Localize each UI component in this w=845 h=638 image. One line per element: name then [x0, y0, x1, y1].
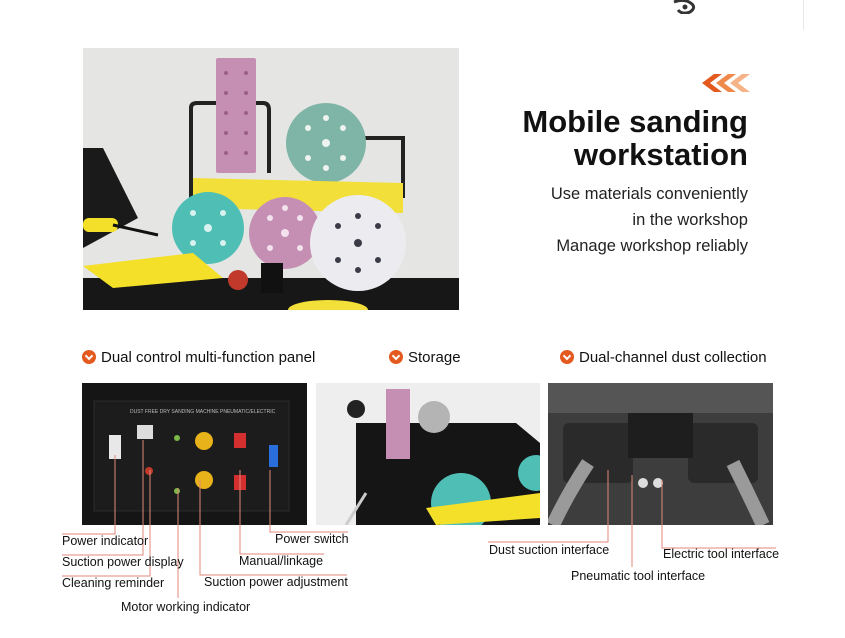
section-label: Dual-channel dust collection: [579, 348, 767, 366]
chevron-circle-icon: [389, 350, 403, 364]
callout-dust-suction-interface: Dust suction interface: [489, 543, 610, 557]
subtitle-line-2: in the workshop: [632, 211, 748, 229]
callout-pneumatic-tool-interface: Pneumatic tool interface: [571, 569, 706, 583]
control-panel-photo: DUST FREE DRY SANDING MACHINE PNEUMATIC/…: [82, 383, 307, 525]
section-label: Dual control multi-function panel: [101, 348, 316, 366]
subtitle-line-1: Use materials conveniently: [550, 185, 748, 203]
brand-logo-icon: [673, 0, 696, 14]
subtitle-line-3: Manage workshop reliably: [556, 237, 748, 255]
title-line-2: workstation: [574, 137, 748, 172]
callout-power-indicator: Power indicator: [62, 534, 149, 548]
callout-cleaning-reminder: Cleaning reminder: [62, 576, 165, 590]
storage-photo: [316, 383, 540, 525]
callout-suction-power-adjustment: Suction power adjustment: [204, 575, 348, 589]
callout-manual-linkage: Manual/linkage: [239, 554, 324, 568]
chevron-circle-icon: [82, 350, 96, 364]
dust-collection-photo: [548, 383, 773, 525]
callout-motor-working-indicator: Motor working indicator: [121, 600, 251, 614]
title-line-1: Mobile sanding: [522, 104, 748, 139]
section-header-panel: Dual control multi-function panel: [82, 348, 315, 366]
callout-electric-tool-interface: Electric tool interface: [663, 547, 780, 561]
callout-power-switch: Power switch: [275, 532, 349, 546]
double-chevron-icon: [702, 74, 750, 92]
section-header-dust: Dual-channel dust collection: [560, 348, 767, 366]
chevron-circle-icon: [560, 350, 574, 364]
callout-suction-power-display: Suction power display: [62, 555, 184, 569]
section-header-storage: Storage: [389, 348, 461, 366]
section-label: Storage: [408, 348, 461, 366]
panel-printed-header: DUST FREE DRY SANDING MACHINE PNEUMATIC/…: [130, 409, 276, 415]
hero-product-image: [83, 48, 459, 310]
subtitle: Use materials conveniently in the worksh…: [551, 181, 748, 259]
page-title: Mobile sanding workstation: [522, 105, 748, 171]
divider: [803, 0, 804, 30]
